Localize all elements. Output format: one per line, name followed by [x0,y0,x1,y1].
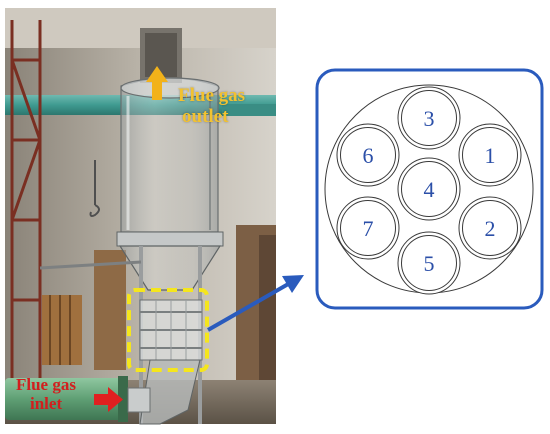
filter-section [139,299,203,361]
inlet-label-line2: inlet [30,394,63,413]
tube-inner-ring [401,161,457,217]
highlight-box [127,288,209,372]
filter-tube-5: 5 [397,231,461,295]
hook [89,204,100,217]
filter-tubes: 3 1 6 4 7 2 5 [336,86,522,295]
photo [5,8,276,425]
filter-tube-4: 4 [397,157,461,221]
tube-inner-ring [340,127,396,183]
tube-outer-ring [397,231,461,295]
cylinder-flange [116,231,224,247]
scaffold-frame [10,20,42,424]
tube-outer-ring [336,123,400,187]
tube-number: 5 [424,251,435,276]
tube-outer-ring [458,123,522,187]
inlet-pipe [5,378,125,420]
tube-number: 4 [424,177,435,202]
filter-tube-2: 2 [458,196,522,260]
filter-tube-3: 3 [397,86,461,150]
tube-number: 3 [424,106,435,131]
horizontal-brace [39,260,142,270]
green-pipe-extension [222,104,276,116]
filter-tube-1: 1 [458,123,522,187]
outlet-label-line2: outlet [182,106,229,127]
inlet-label: Flue gas inlet [16,376,76,412]
tube-inner-ring [401,90,457,146]
lower-hopper [139,359,201,425]
tube-outer-ring [397,157,461,221]
tube-inner-ring [401,235,457,291]
wooden-panels [42,250,126,370]
inlet-label-line1: Flue gas [16,375,76,394]
tube-inner-ring [462,127,518,183]
outlet-arrow [146,66,168,100]
tube-number: 2 [485,216,496,241]
filter-tube-7: 7 [336,196,400,260]
inlet-arrow [94,387,123,412]
outlet-label: Flue gas outlet [178,86,245,126]
tube-inner-ring [340,200,396,256]
outlet-label-line1: Flue gas [178,85,246,106]
tube-outer-ring [458,196,522,260]
pointer-arrow [207,275,304,332]
tube-outer-ring [397,86,461,150]
tube-inner-ring [462,200,518,256]
tube-number: 1 [485,143,496,168]
tube-number: 7 [363,216,374,241]
filter-tube-6: 6 [336,123,400,187]
tube-number: 6 [363,143,374,168]
tube-outer-ring [336,196,400,260]
